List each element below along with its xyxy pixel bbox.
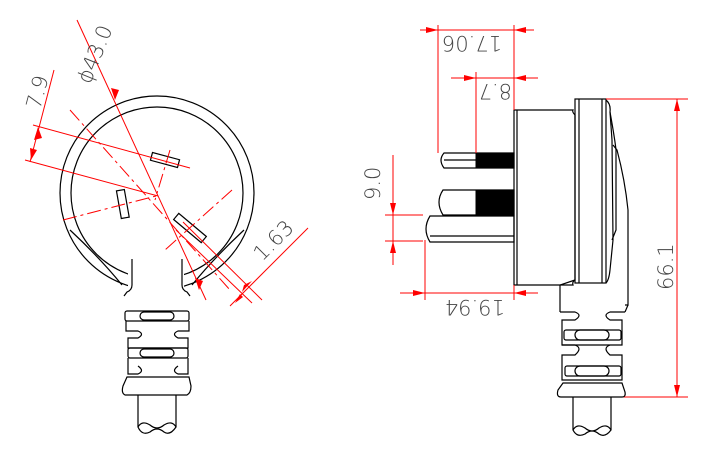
neck-right bbox=[181, 259, 191, 297]
dim-pin-length-earth: 19.94 bbox=[445, 295, 505, 319]
pin-top-side bbox=[440, 152, 515, 169]
pin-middle-side bbox=[438, 189, 515, 216]
pin-left bbox=[115, 188, 130, 220]
dim-overall-height: 66.1 bbox=[654, 243, 678, 290]
dim-line-1.63 bbox=[229, 227, 309, 307]
cable-front bbox=[137, 395, 177, 427]
dim-pin-width: 1.63 bbox=[249, 215, 299, 265]
strain-relief-front bbox=[121, 310, 192, 396]
neck-left bbox=[123, 259, 133, 297]
front-view: ϕ43.0 7.9 1.63 bbox=[22, 19, 309, 434]
dim-diameter: ϕ43.0 bbox=[72, 22, 117, 87]
neck-side bbox=[559, 279, 629, 313]
dim-line-7.9 bbox=[29, 69, 55, 163]
dim-pin-length-long: 17.06 bbox=[442, 31, 502, 55]
plug-flange bbox=[574, 98, 607, 284]
dim-pin-spacing: 9.0 bbox=[361, 167, 385, 200]
diameter-leader bbox=[76, 19, 207, 301]
cable-side bbox=[572, 397, 612, 430]
plug-body bbox=[513, 109, 576, 286]
pin-top bbox=[149, 151, 181, 169]
strain-relief-side bbox=[556, 311, 626, 398]
side-view: 17.06 8.7 9.0 19.94 66.1 bbox=[361, 25, 688, 436]
dim-pin-offset: 7.9 bbox=[22, 73, 54, 111]
pin-earth-side bbox=[425, 215, 515, 243]
dim-pin-insulation: 8.7 bbox=[479, 79, 512, 103]
